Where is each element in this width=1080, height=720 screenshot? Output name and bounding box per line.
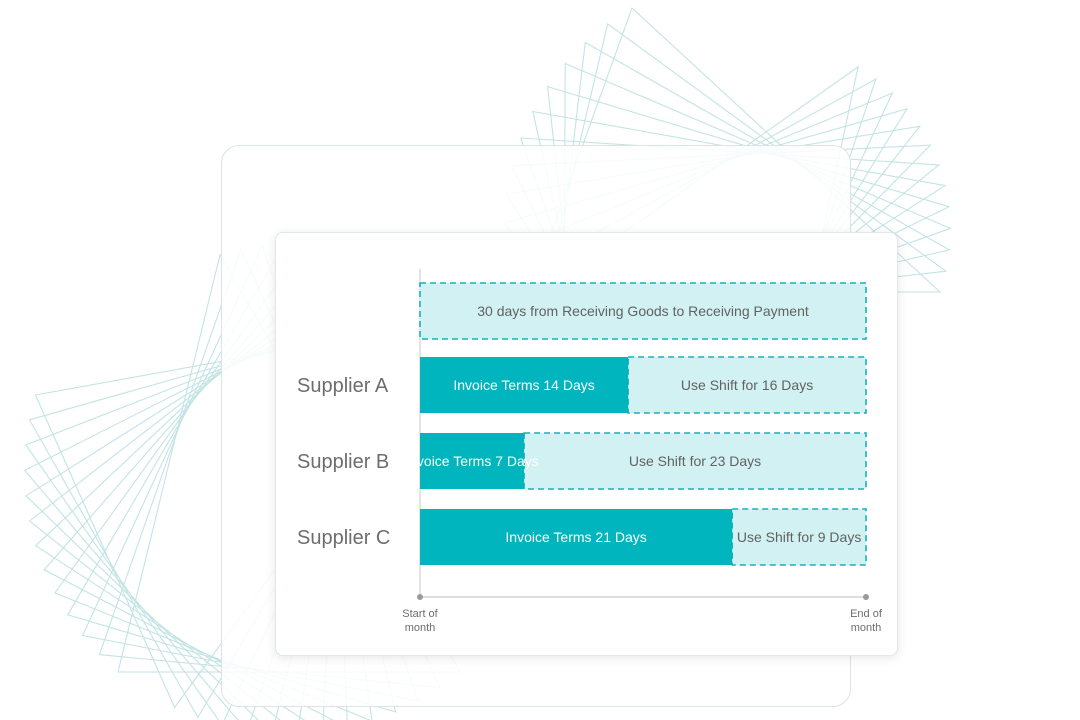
total-duration-label: 30 days from Receiving Goods to Receivin…	[477, 303, 809, 319]
invoice-terms-bar	[420, 433, 525, 489]
shift-days-bar	[523, 432, 867, 490]
invoice-terms-label: Invoice Terms 14 Days	[453, 377, 594, 393]
shift-days-label: Use Shift for 23 Days	[629, 453, 761, 469]
supplier-label: Supplier C	[297, 527, 390, 549]
invoice-terms-label: Invoice Terms 7 Days	[405, 453, 539, 469]
supplier-label: Supplier A	[297, 375, 389, 397]
axis-end-label-line: End of	[850, 608, 883, 620]
invoice-terms-bar	[420, 509, 733, 565]
shift-days-label: Use Shift for 9 Days	[737, 529, 862, 545]
axis-end-marker	[863, 594, 869, 600]
axis-end-label: End of month	[850, 608, 883, 634]
invoice-terms-bar	[420, 357, 629, 413]
axis-start-label: Start of month	[402, 608, 438, 634]
supplier-label: Supplier B	[297, 451, 389, 473]
axis-start-label-line: month	[405, 622, 436, 634]
axis-start-label-line: Start of	[402, 608, 438, 620]
chart-card: 30 days from Receiving Goods to Receivin…	[275, 232, 898, 656]
shift-days-label: Use Shift for 16 Days	[681, 377, 813, 393]
timeline-chart: 30 days from Receiving Goods to Receivin…	[297, 269, 883, 634]
total-duration-bar	[419, 282, 867, 340]
invoice-terms-label: Invoice Terms 21 Days	[505, 529, 646, 545]
shift-days-bar	[627, 356, 867, 414]
axis-end-label-line: month	[851, 622, 882, 634]
axis-start-marker	[417, 594, 423, 600]
shift-days-bar	[731, 508, 867, 566]
